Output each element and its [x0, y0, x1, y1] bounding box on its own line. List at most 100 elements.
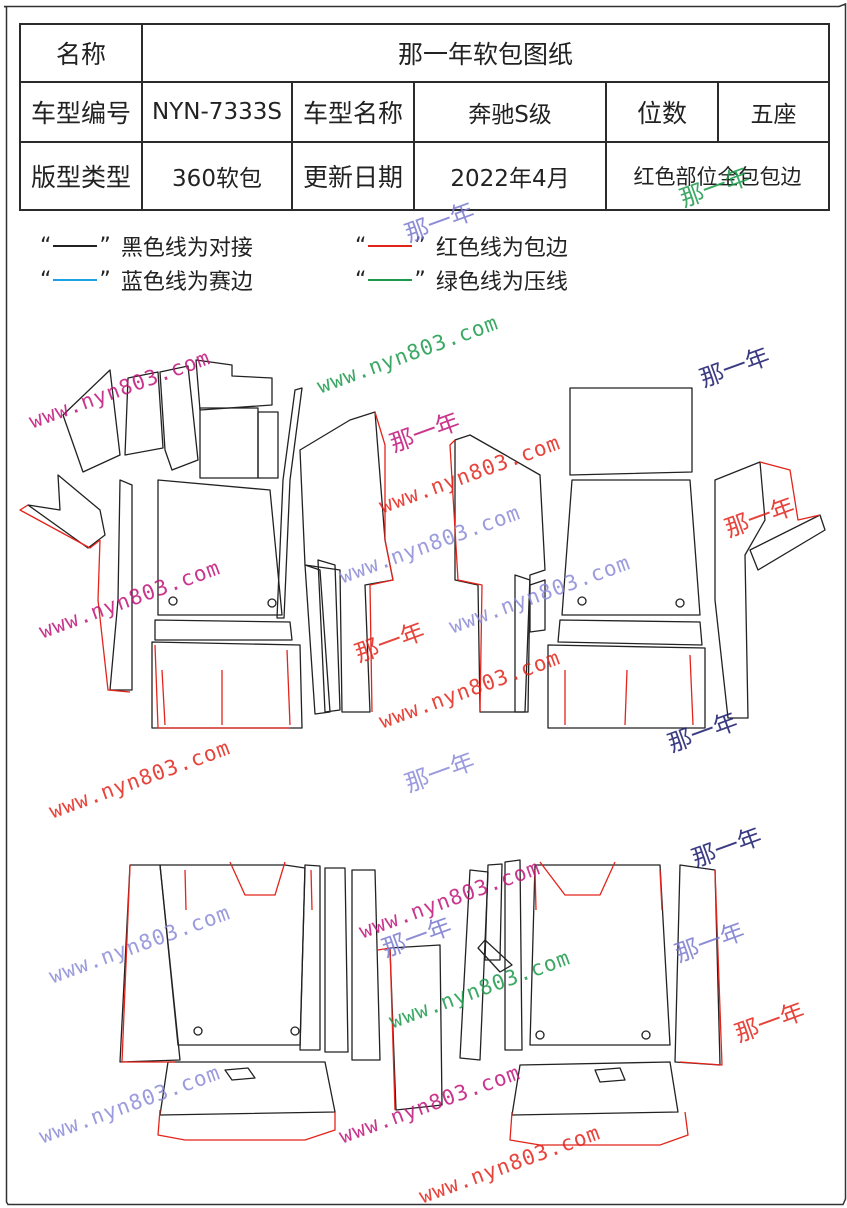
legend-label: 黑色线为对接: [120, 236, 253, 261]
binding-edge: [310, 869, 313, 911]
coverage-note: 红色部位全包包边: [604, 141, 831, 211]
binding-edge: [161, 669, 166, 726]
binding-edge: [689, 654, 694, 726]
pattern-piece: [27, 474, 106, 549]
pattern-piece: [351, 869, 381, 1061]
pattern-piece: [224, 1067, 256, 1081]
model-name-value: 奔驰S级: [413, 81, 607, 143]
green-line-swatch: [368, 279, 413, 281]
pattern-piece: [529, 864, 671, 1046]
quote-open: “: [355, 267, 367, 293]
pattern-piece: [454, 434, 546, 713]
model-code-label: 车型编号: [19, 81, 143, 143]
pattern-hole: [193, 1026, 203, 1036]
binding-edge: [624, 669, 628, 726]
pattern-hole: [641, 1030, 651, 1040]
binding-edge: [377, 947, 396, 1111]
binding-edge: [97, 539, 131, 693]
black-line-swatch: [53, 245, 98, 247]
binding-edge: [154, 644, 290, 729]
quote-close: ”: [99, 267, 111, 293]
pattern-piece: [749, 514, 826, 571]
pattern-piece: [569, 387, 693, 476]
pattern-piece: [514, 574, 531, 713]
name-label: 名称: [19, 23, 143, 83]
pattern-hole: [267, 598, 277, 608]
pattern-piece: [529, 579, 546, 633]
binding-edge: [19, 504, 101, 549]
binding-edge: [659, 869, 663, 911]
update-date-value: 2022年4月: [413, 141, 607, 211]
pattern-piece: [477, 939, 513, 973]
quote-close: ”: [414, 233, 426, 259]
model-name-label: 车型名称: [291, 81, 415, 143]
pattern-type-label: 版型类型: [19, 141, 143, 211]
pattern-hole: [675, 598, 685, 608]
quote-open: “: [40, 267, 52, 293]
binding-edge: [534, 869, 537, 911]
binding-edge: [759, 461, 821, 521]
pattern-piece: [109, 479, 133, 691]
binding-edge: [286, 649, 291, 726]
legend-label: 绿色线为压线: [435, 270, 568, 295]
binding-edge: [509, 1111, 689, 1146]
quote-open: “: [40, 233, 52, 259]
update-date-label: 更新日期: [291, 141, 415, 211]
binding-edge: [679, 869, 723, 1066]
pattern-piece: [154, 619, 293, 641]
pattern-piece: [124, 371, 164, 456]
pattern-piece: [159, 365, 199, 471]
binding-edge: [539, 861, 616, 896]
legend-green: “ ” 绿色线为压线: [355, 264, 568, 296]
pattern-piece: [304, 564, 331, 715]
seats-label: 位数: [605, 81, 719, 143]
pattern-piece: [199, 407, 259, 479]
pattern-type-value: 360软包: [141, 141, 293, 211]
pattern-hole: [577, 596, 587, 606]
pattern-piece: [459, 869, 489, 1061]
legend-label: 蓝色线为赛边: [120, 270, 253, 295]
binding-edge: [229, 861, 286, 896]
binding-edge: [121, 864, 175, 1063]
pattern-piece: [299, 411, 394, 713]
model-code-value: NYN-7333S: [141, 81, 293, 143]
seats-value: 五座: [716, 81, 831, 143]
pattern-piece: [276, 387, 303, 619]
pattern-piece: [257, 411, 279, 479]
pattern-piece: [389, 944, 443, 1111]
pattern-piece: [557, 619, 703, 646]
pattern-piece: [547, 644, 706, 729]
pattern-hole: [290, 1026, 300, 1036]
pattern-piece: [151, 641, 303, 729]
pattern-piece: [299, 864, 321, 1051]
pattern-piece: [561, 479, 701, 616]
legend-black: “ ” 黑色线为对接: [40, 230, 253, 262]
quote-close: ”: [414, 267, 426, 293]
sheet-title: 那一年软包图纸: [140, 23, 831, 83]
pattern-piece: [511, 1061, 679, 1116]
legend-label: 红色线为包边: [435, 236, 568, 261]
red-line-swatch: [368, 245, 413, 247]
quote-close: ”: [99, 233, 111, 259]
binding-edge: [184, 869, 187, 911]
binding-edge: [369, 411, 394, 713]
pattern-piece: [119, 864, 181, 1063]
pattern-piece: [594, 1067, 626, 1083]
legend-red: “ ” 红色线为包边: [355, 230, 568, 262]
pattern-piece: [714, 461, 766, 719]
pattern-piece: [324, 867, 349, 1053]
pattern-hole: [168, 596, 178, 606]
pattern-piece: [317, 559, 341, 713]
pattern-piece: [157, 479, 283, 616]
legend-blue: “ ” 蓝色线为赛边: [40, 264, 253, 296]
pattern-piece: [504, 859, 523, 1051]
pattern-piece: [159, 864, 306, 1046]
blue-line-swatch: [53, 279, 98, 281]
binding-edge: [157, 1109, 336, 1141]
info-table: 名称 那一年软包图纸 车型编号 NYN-7333S 车型名称 奔驰S级 位数 五…: [19, 23, 831, 211]
pattern-piece: [62, 369, 121, 473]
pattern-hole: [535, 1030, 545, 1040]
